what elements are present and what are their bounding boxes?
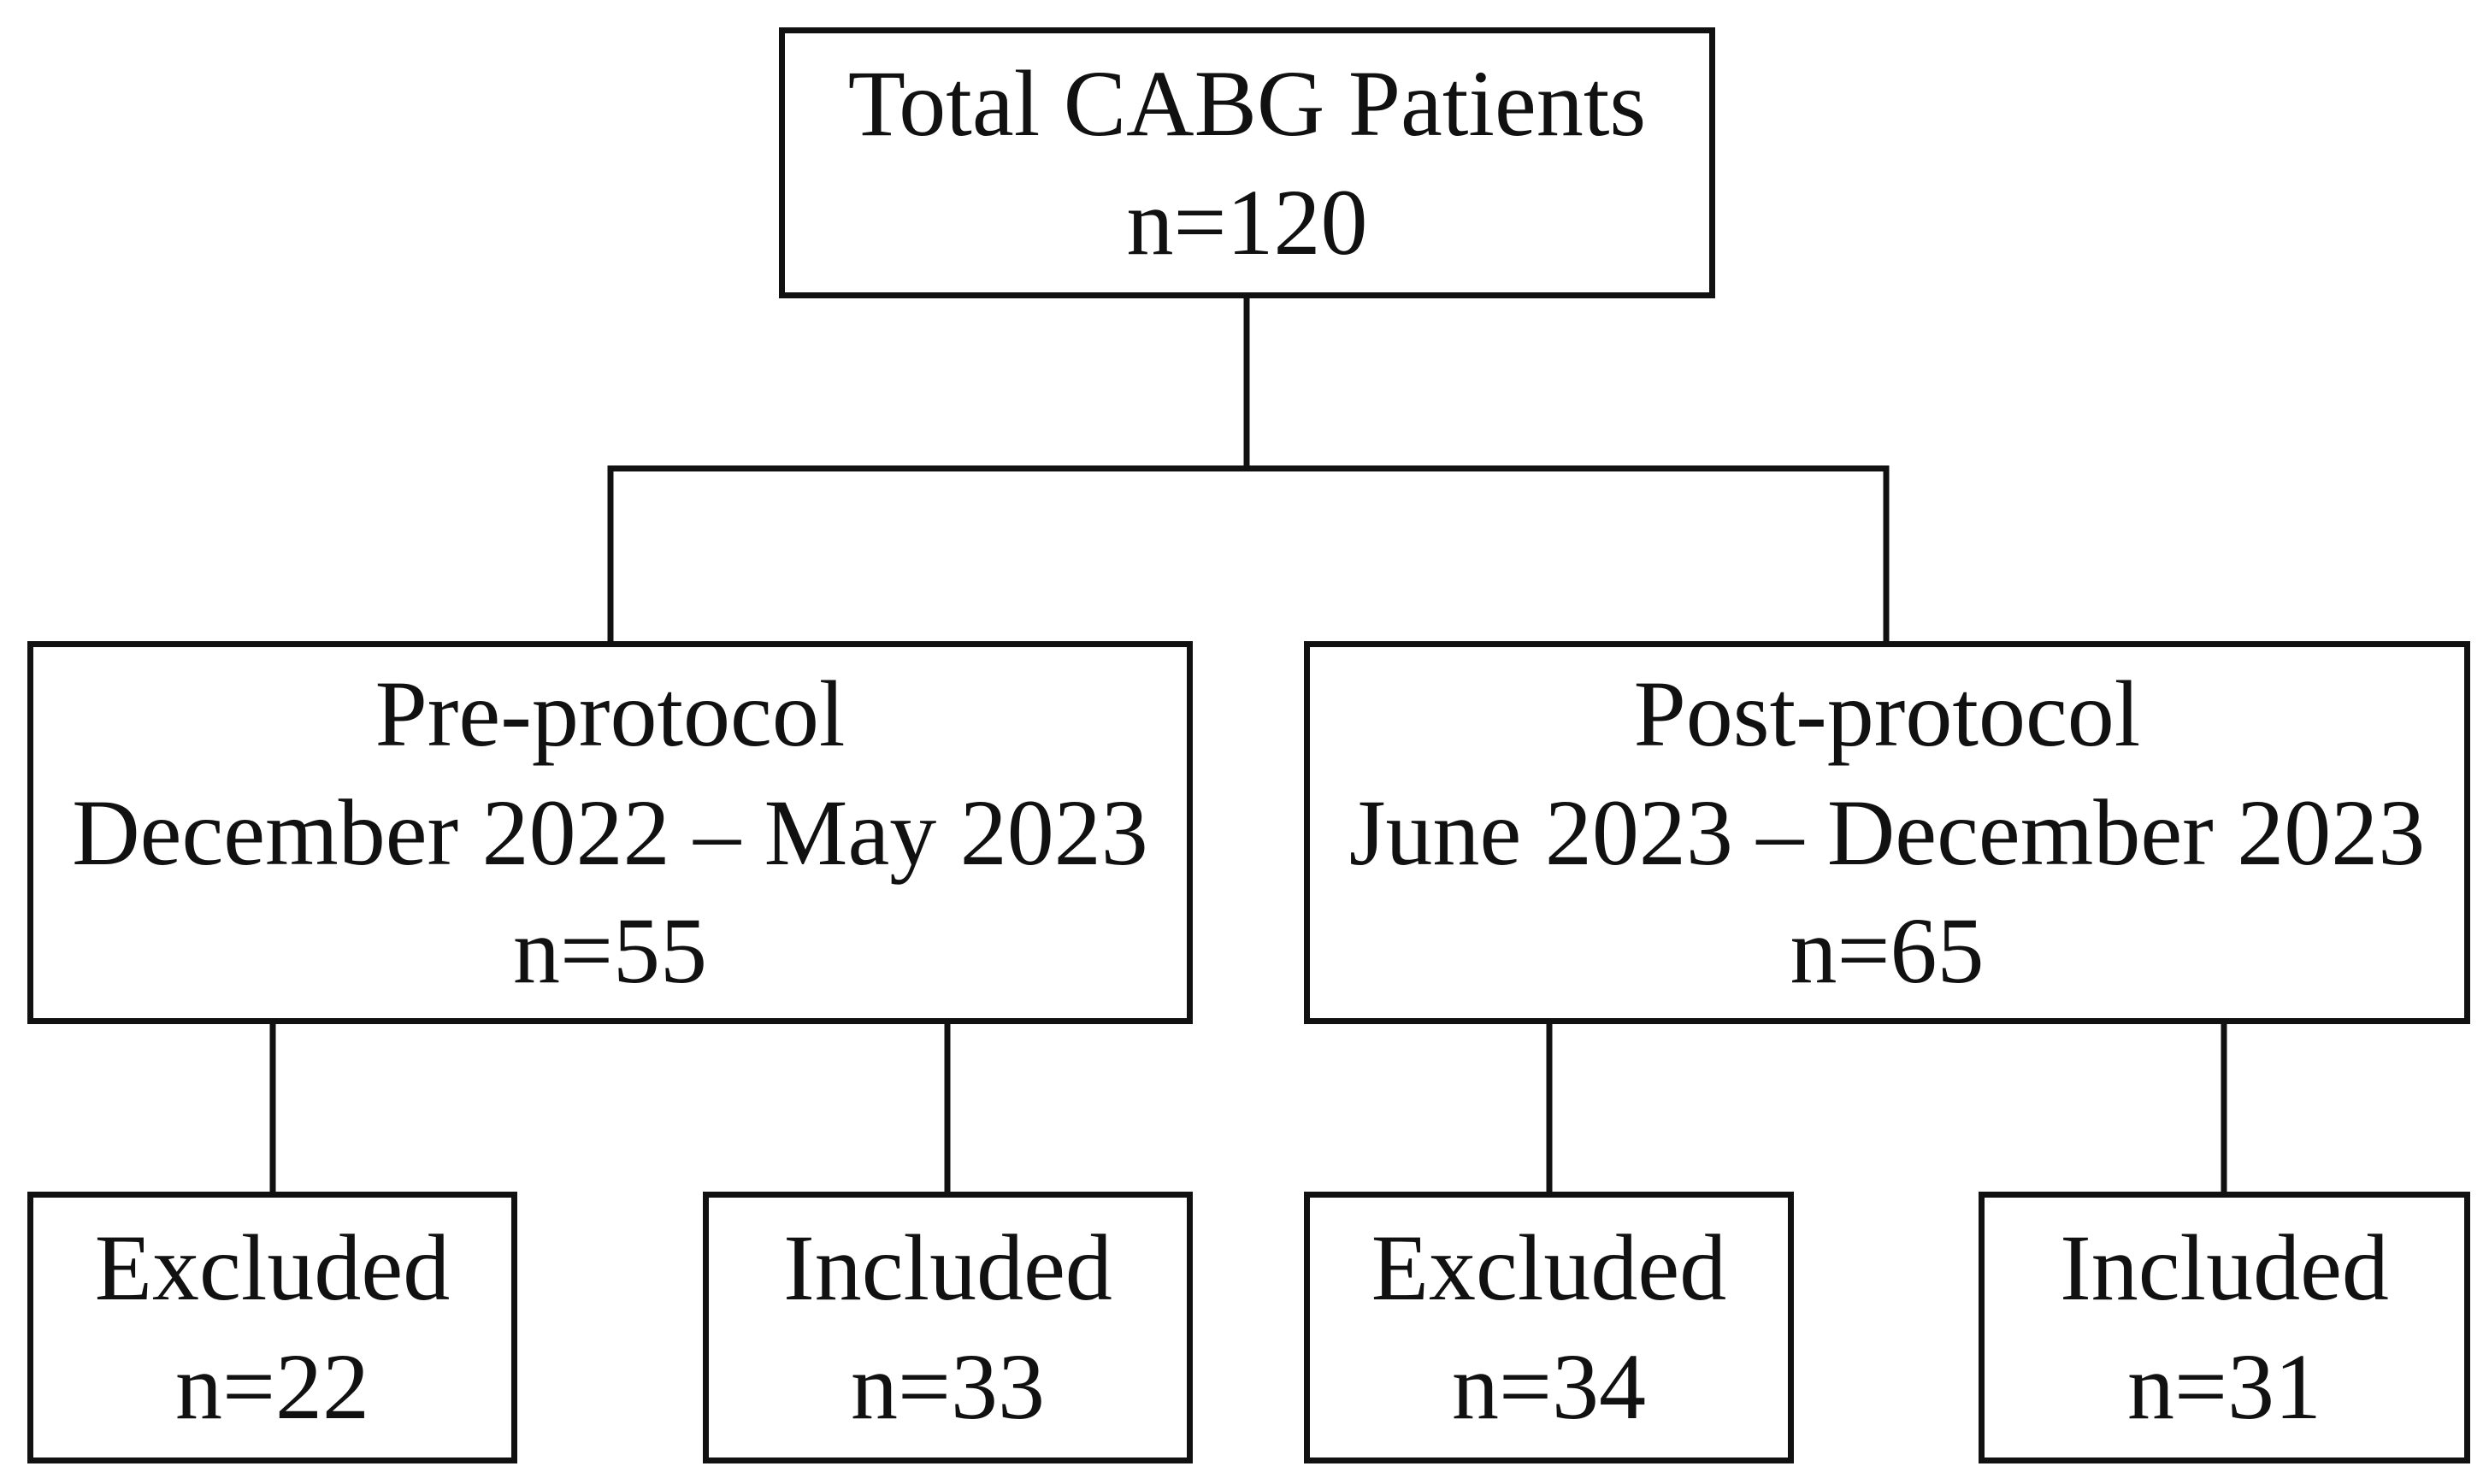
post-protocol-count: n=65 bbox=[1790, 898, 1985, 1004]
post-included-count: n=31 bbox=[2126, 1334, 2322, 1439]
post-excluded-count: n=34 bbox=[1451, 1334, 1647, 1439]
pre-excluded-box: Excluded n=22 bbox=[27, 1192, 517, 1463]
pre-protocol-count: n=55 bbox=[512, 898, 708, 1004]
pre-protocol-title: Pre-protocol bbox=[375, 662, 846, 767]
post-protocol-period: June 2023 – December 2023 bbox=[1348, 780, 2426, 885]
total-patients-count: n=120 bbox=[1126, 169, 1368, 274]
post-protocol-title: Post-protocol bbox=[1633, 662, 2141, 767]
pre-excluded-count: n=22 bbox=[174, 1334, 370, 1439]
post-excluded-box: Excluded n=34 bbox=[1304, 1192, 1794, 1463]
pre-protocol-box: Pre-protocol December 2022 – May 2023 n=… bbox=[27, 641, 1193, 1024]
total-patients-box: Total CABG Patients n=120 bbox=[779, 27, 1715, 298]
pre-excluded-label: Excluded bbox=[94, 1216, 451, 1321]
pre-included-box: Included n=33 bbox=[703, 1192, 1193, 1463]
post-protocol-box: Post-protocol June 2023 – December 2023 … bbox=[1304, 641, 2470, 1024]
pre-included-label: Included bbox=[783, 1216, 1112, 1321]
pre-protocol-period: December 2022 – May 2023 bbox=[72, 780, 1148, 885]
post-included-box: Included n=31 bbox=[1979, 1192, 2470, 1463]
total-patients-title: Total CABG Patients bbox=[847, 50, 1647, 156]
pre-included-count: n=33 bbox=[850, 1334, 1046, 1439]
post-included-label: Included bbox=[2060, 1216, 2389, 1321]
post-excluded-label: Excluded bbox=[1371, 1216, 1727, 1321]
